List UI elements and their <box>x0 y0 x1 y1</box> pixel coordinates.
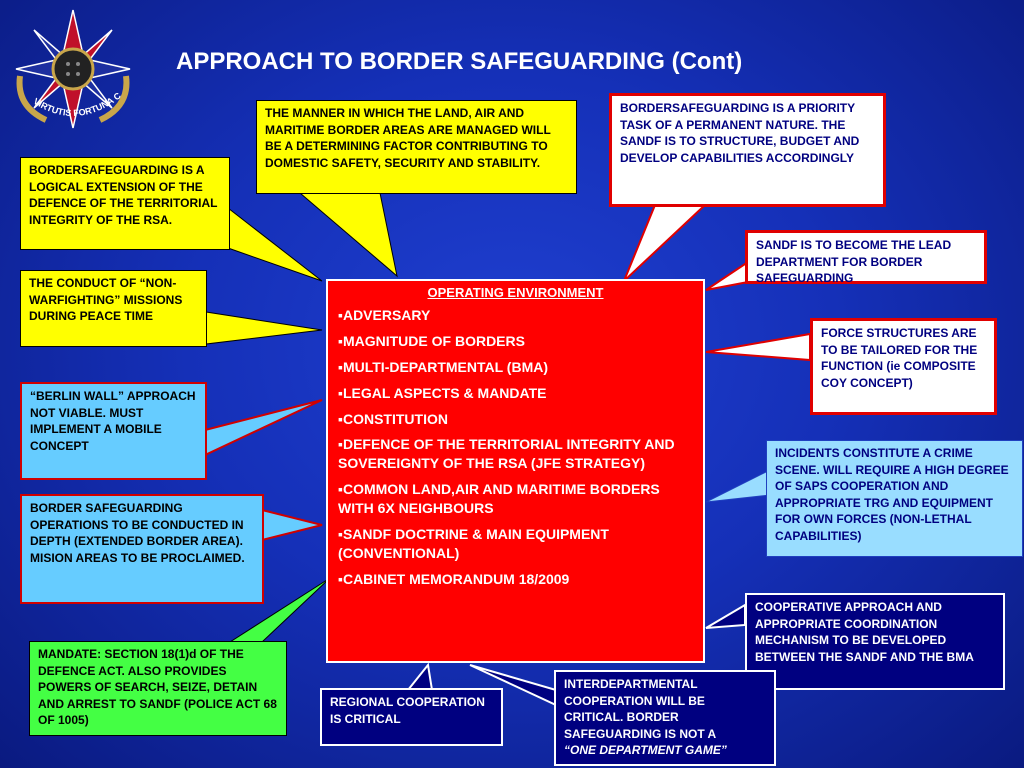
center-item: ▪COMMON LAND,AIR AND MARITIME BORDERS WI… <box>338 481 660 517</box>
pointer-incidents <box>705 469 771 503</box>
callout-priority: BORDERSAFEGUARDING IS A PRIORITY TASK OF… <box>609 93 886 207</box>
center-item: ▪SANDF DOCTRINE & MAIN EQUIPMENT (CONVEN… <box>338 526 609 561</box>
pointer-logical <box>227 206 323 282</box>
callout-logical: BORDERSAFEGUARDING IS A LOGICAL EXTENSIO… <box>20 157 230 250</box>
pointer-force <box>705 332 811 362</box>
center-item: ▪DEFENCE OF THE TERRITORIAL INTEGRITY AN… <box>338 436 675 472</box>
center-item: ▪ADVERSARY <box>338 307 431 323</box>
callout-incidents: INCIDENTS CONSTITUTE A CRIME SCENE. WILL… <box>766 440 1023 557</box>
sandf-emblem-icon: VIRTUTIS FORTUNA COMES <box>6 6 131 129</box>
callout-interdept: INTERDEPARTMENTAL COOPERATION WILL BE CR… <box>554 670 776 766</box>
callout-mandate: MANDATE: SECTION 18(1)d OF THE DEFENCE A… <box>29 641 287 736</box>
interdept-text: INTERDEPARTMENTAL COOPERATION WILL BE CR… <box>564 677 717 741</box>
center-item: ▪MULTI-DEPARTMENTAL (BMA) <box>338 358 548 375</box>
pointer-regional <box>405 662 434 691</box>
center-item: ▪CONSTITUTION <box>338 410 448 427</box>
pointer-cooperative <box>705 603 746 629</box>
center-item: ▪LEGAL ASPECTS & MANDATE <box>338 384 547 401</box>
callout-conduct: THE CONDUCT OF “NON-WARFIGHTING” MISSION… <box>20 270 207 347</box>
center-heading: OPERATING ENVIRONMENT <box>427 285 604 300</box>
callout-manner: THE MANNER IN WHICH THE LAND, AIR AND MA… <box>256 100 577 194</box>
slide-title: APPROACH TO BORDER SAFEGUARDING (Cont) <box>176 48 743 75</box>
center-item: ▪MAGNITUDE OF BORDERS <box>338 332 525 349</box>
callout-berlin: “BERLIN WALL” APPROACH NOT VIABLE. MUST … <box>20 382 207 480</box>
pointer-lead <box>705 260 749 291</box>
operating-environment-box: OPERATING ENVIRONMENT ▪ADVERSARY ▪MAGNIT… <box>326 279 705 663</box>
pointer-manner <box>298 192 398 278</box>
callout-lead: SANDF IS TO BECOME THE LEAD DEPARTMENT F… <box>745 230 987 285</box>
pointer-priority <box>623 204 708 282</box>
callout-regional: REGIONAL COOPERATION IS CRITICAL <box>320 688 503 746</box>
pointer-berlin <box>204 399 323 457</box>
pointer-depth <box>261 508 323 542</box>
interdept-emphasis: “ONE DEPARTMENT GAME” <box>564 743 727 758</box>
callout-depth: BORDER SAFEGUARDING OPERATIONS TO BE CON… <box>20 494 264 604</box>
callout-cooperative: COOPERATIVE APPROACH AND APPROPRIATE COO… <box>745 593 1005 690</box>
center-item: ▪CABINET MEMORANDUM 18/2009 <box>338 570 570 587</box>
callout-force: FORCE STRUCTURES ARE TO BE TAILORED FOR … <box>810 318 997 415</box>
pointer-conduct <box>205 311 323 345</box>
